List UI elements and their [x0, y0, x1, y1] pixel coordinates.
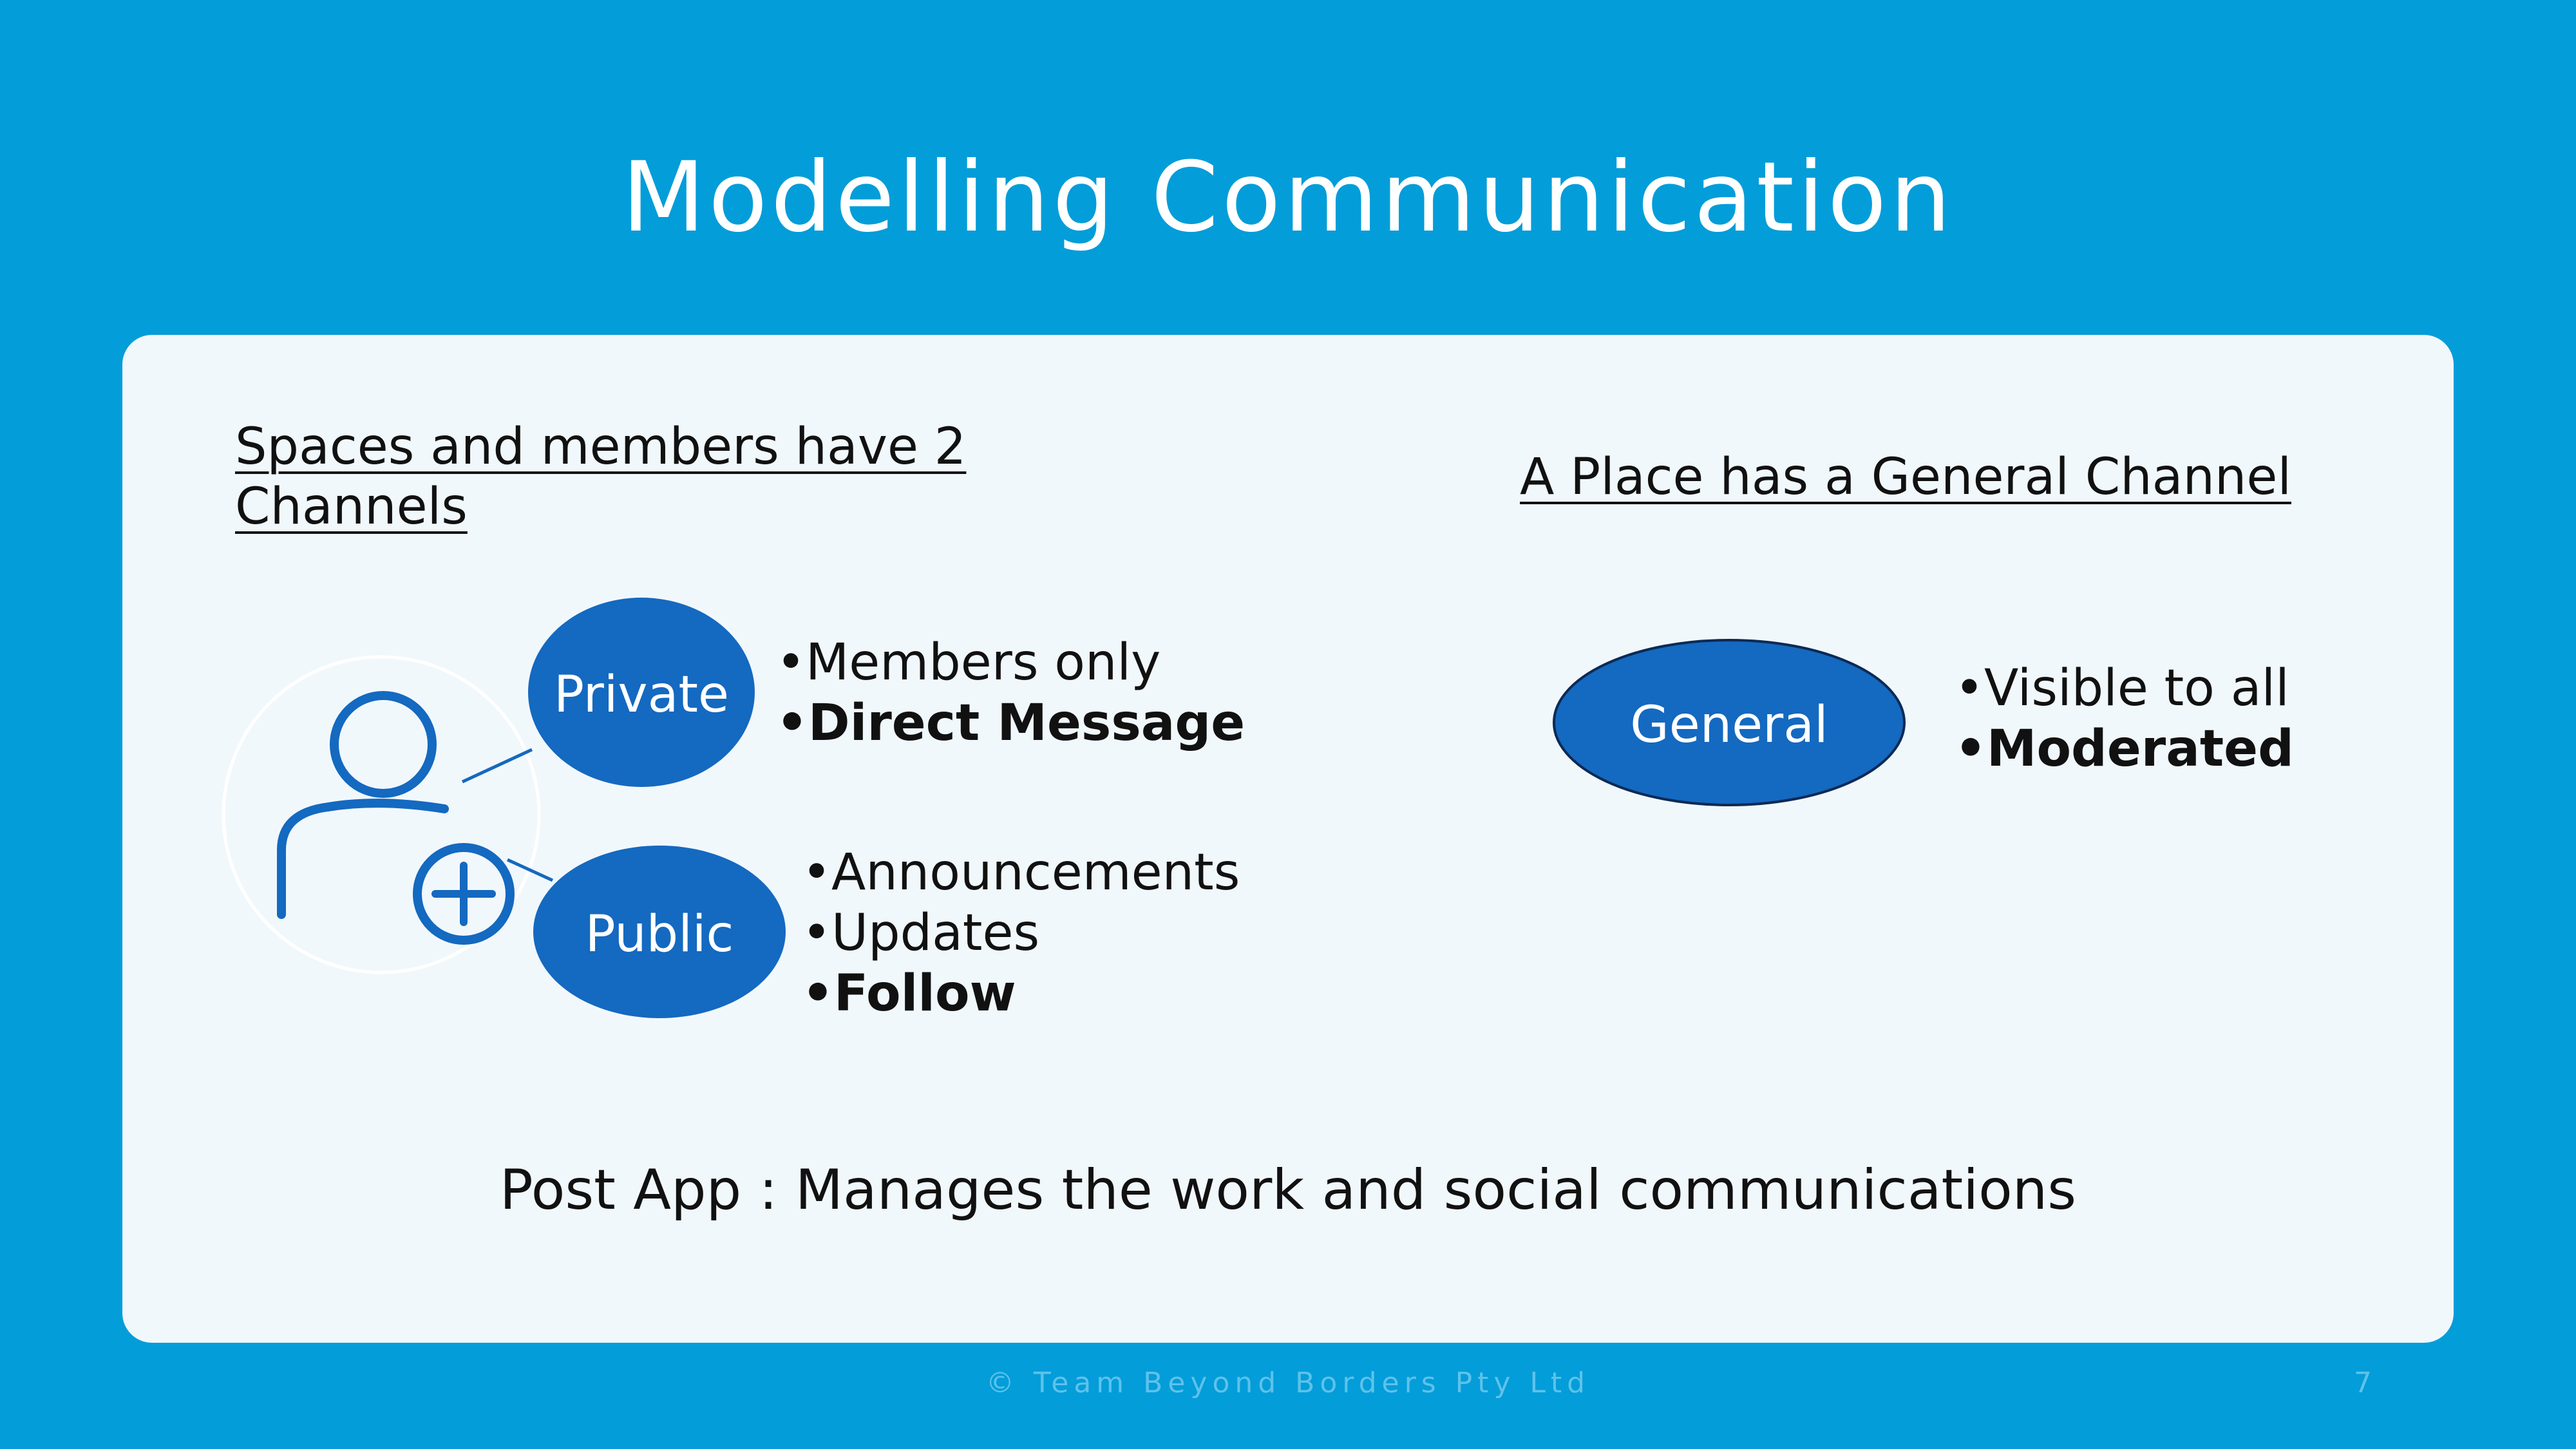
general-label: General: [1630, 696, 1828, 754]
public-bullet-announcements: •Announcements: [802, 844, 1240, 902]
private-channel: Private: [528, 598, 755, 787]
post-app-caption: Post App : Manages the work and social c…: [499, 1158, 2077, 1222]
private-bullet-members-only: •Members only: [776, 634, 1161, 692]
private-bullets: •Members only •Direct Message: [776, 632, 1245, 753]
private-label: Private: [554, 666, 729, 724]
channels-diagram: Private Public General: [222, 598, 1906, 1018]
general-bullets: •Visible to all •Moderated: [1955, 658, 2294, 779]
general-bullet-moderated: •Moderated: [1955, 720, 2294, 778]
general-channel: General: [1553, 639, 1906, 806]
public-connector: [506, 858, 554, 882]
public-label: Public: [585, 905, 734, 963]
private-connector: [461, 748, 533, 784]
private-bullet-direct-message: •Direct Message: [776, 694, 1245, 752]
public-channel: Public: [533, 846, 786, 1018]
general-bullet-visible: •Visible to all: [1955, 659, 2289, 717]
public-bullet-follow: •Follow: [802, 965, 1016, 1023]
public-bullets: •Announcements •Updates •Follow: [802, 842, 1240, 1024]
place-general-heading: A Place has a General Channel: [1520, 448, 2291, 506]
public-bullet-updates: •Updates: [802, 904, 1040, 962]
spaces-members-heading: Spaces and members have 2 Channels: [235, 418, 967, 536]
content-panel: Spaces and members have 2 Channels A Pla…: [122, 335, 2454, 1343]
page-number: 7: [2354, 1367, 2372, 1399]
copyright-footer: © Team Beyond Borders Pty Ltd: [985, 1367, 1591, 1399]
slide-title: Modelling Communication: [621, 142, 1955, 254]
add-user-icon: [222, 655, 541, 974]
